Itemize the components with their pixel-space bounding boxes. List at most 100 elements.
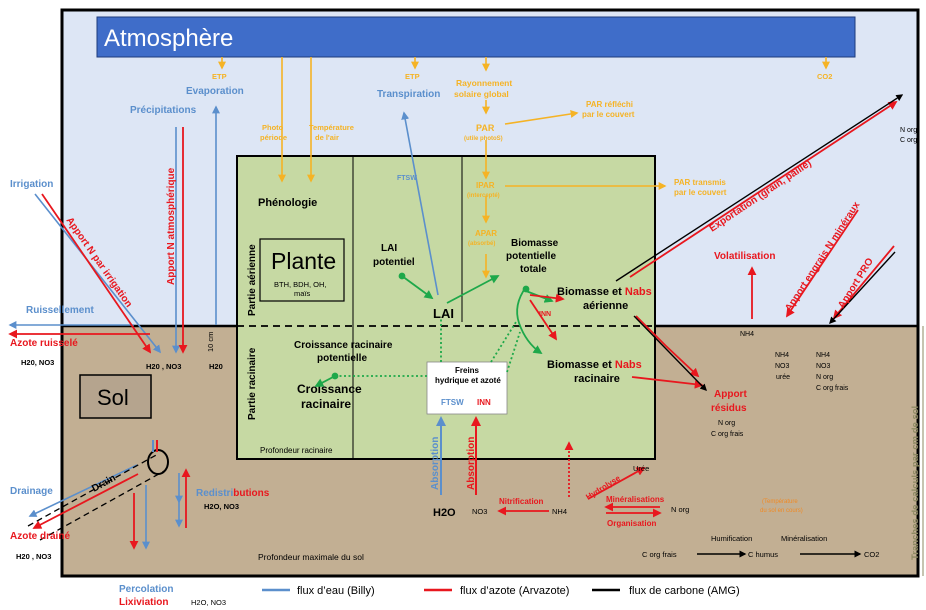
biomasse-racinaire-label-2: racinaire <box>574 373 620 385</box>
apport-residus-label-2: résidus <box>711 403 747 414</box>
azote-draine-label: Azote drainé <box>10 531 70 542</box>
co2-top-label: CO2 <box>817 72 832 81</box>
freins-subtitle: hydrique et azoté <box>435 376 501 385</box>
water-labels: Evaporation Précipitations Transpiration… <box>10 86 441 595</box>
biomasse-aerienne-label: Biomasse et Nabs <box>557 286 652 298</box>
absorption-n-label: Absorption <box>466 437 477 490</box>
croissance-potentielle-label: Croissance racinaire <box>294 340 393 351</box>
freins-ftsw: FTSW <box>441 398 464 407</box>
atmosphere-banner <box>96 16 856 58</box>
biomasse-potentielle-label: Biomasse <box>511 238 559 249</box>
ruissellement-label: Ruissellement <box>26 305 94 316</box>
tranches-side: Tranches de calculs par cm de sol <box>910 326 924 576</box>
inn-mid-label: INN <box>539 311 551 318</box>
photo-periode-label-2: période <box>260 133 287 142</box>
h2o-no3-bottom-label: H2O, NO3 <box>191 598 226 607</box>
rayonnement-label-2: solaire global <box>454 89 509 99</box>
h2o-mid-label: H20 <box>209 362 223 371</box>
lai-label: LAI <box>433 306 454 321</box>
water-flows <box>8 105 446 550</box>
profondeur-maximale-label: Profondeur maximale du sol <box>258 552 364 562</box>
engrais-no3-label: NO3 <box>775 363 790 370</box>
precipitations-label: Précipitations <box>130 105 197 116</box>
outer-frame <box>60 8 920 578</box>
nh4-vol-label: NH4 <box>740 331 754 338</box>
temperature-sol-label-2: du sol en cours) <box>760 508 803 514</box>
h2o-no3-mid-label: H20 , NO3 <box>146 362 181 371</box>
ftsw-top-label: FTSW <box>397 175 417 182</box>
no3-soil-label: NO3 <box>472 507 487 516</box>
mineralisation-label: Minéralisation <box>781 534 827 543</box>
par-label: PAR <box>476 123 495 133</box>
photo-periode-label: Photo <box>262 123 284 132</box>
organisation-label: Organisation <box>607 519 656 528</box>
ten-cm-label: 10 cm <box>206 332 215 352</box>
azote-ruissele-label: Azote ruisselé <box>10 338 78 349</box>
plante-crops-2: maïs <box>294 289 311 298</box>
drainage-label: Drainage <box>10 486 53 497</box>
drain-pipe <box>27 440 169 541</box>
nitrification-label: Nitrification <box>499 497 544 506</box>
legend: flux d’eau (Billy) flux d’azote (Arvazot… <box>262 585 740 597</box>
c-org-top-label: C org <box>900 137 917 144</box>
norg-soil-label: N org <box>671 505 689 514</box>
phenologie-label: Phénologie <box>258 197 317 209</box>
rayonnement-label: Rayonnement <box>456 78 512 88</box>
etp-left-label: ETP <box>212 72 227 81</box>
n-org-top-label: N org <box>900 127 917 134</box>
engrais-uree-label: urée <box>776 374 790 381</box>
par-reflechi-label-2: par le couvert <box>582 110 635 119</box>
h2o-no3-redis-label: H2O, NO3 <box>204 502 239 511</box>
pro-corg-label: C org frais <box>816 385 849 392</box>
biomasse-aerienne-label-2: aérienne <box>583 300 628 312</box>
croissance-potentielle-label-2: potentielle <box>317 353 367 364</box>
black-labels: H20, NO3 H20 , NO3 H20 10 cm N org C org… <box>16 127 917 607</box>
tranches-label: Tranches de calculs par cm de sol <box>910 406 921 560</box>
legend-nitrogen-label: flux d’azote (Arvazote) <box>460 585 569 597</box>
engrais-nh4-label: NH4 <box>775 352 789 359</box>
plante-crops: BTH, BDH, OH, <box>274 280 327 289</box>
irrigation-label: Irrigation <box>10 179 53 190</box>
c-org-frais-label: C org frais <box>642 550 677 559</box>
freins-box: Freins hydrique et azoté FTSW INN <box>426 361 508 415</box>
sol-box: Sol <box>79 374 152 419</box>
biomasse-potentielle-label-3: totale <box>520 264 547 275</box>
residus-corg-label: C org frais <box>711 431 744 438</box>
atmosphere-title: Atmosphère <box>104 25 233 52</box>
nitrogen-flows <box>8 101 898 550</box>
temperature-air-label: Température <box>309 123 354 132</box>
biomasse-potentielle-label-2: potentielle <box>506 251 556 262</box>
profondeur-racinaire-label: Profondeur racinaire <box>260 446 333 455</box>
apport-n-atmo-label: Apport N atmosphérique <box>166 167 177 285</box>
uree-label: Urée <box>633 464 649 473</box>
partie-aerienne-label: Partie aérienne <box>247 244 258 316</box>
pro-nh4-label: NH4 <box>816 352 830 359</box>
temperature-air-label-2: de l'air <box>315 133 339 142</box>
lai-potentiel-label-2: potentiel <box>373 257 415 268</box>
nh4-soil-label: NH4 <box>552 507 567 516</box>
evaporation-label: Evaporation <box>186 86 244 97</box>
pro-norg-label: N org <box>816 374 833 381</box>
energy-flows <box>218 57 830 279</box>
mineralisations-label: Minéralisations <box>606 495 665 504</box>
transpiration-label: Transpiration <box>377 89 440 100</box>
par-reflechi-label: PAR réfléchi <box>586 100 633 109</box>
h2o-no3-drain-label: H20 , NO3 <box>16 552 51 561</box>
apport-residus-label: Apport <box>714 389 747 400</box>
sol-title: Sol <box>97 385 129 410</box>
etp-right-label: ETP <box>405 72 420 81</box>
par-transmis-label-2: par le couvert <box>674 188 727 197</box>
biomasse-racinaire-label: Biomasse et Nabs <box>547 359 642 371</box>
lixiviation-label: Lixiviation <box>119 597 168 608</box>
redistributions-label: Redistributions <box>196 488 270 499</box>
temperature-sol-label: (Température <box>762 499 798 505</box>
freins-inn: INN <box>477 398 491 407</box>
pro-no3-label: NO3 <box>816 363 831 370</box>
carbon-flows <box>615 94 904 558</box>
plante-box: Plante BTH, BDH, OH, maïs <box>259 238 345 302</box>
legend-carbon-label: flux de carbone (AMG) <box>629 585 740 597</box>
energy-labels: ETP Photo période Température de l'air E… <box>212 72 832 247</box>
croissance-racinaire-label: Croissance <box>297 382 362 396</box>
volatilisation-label: Volatilisation <box>714 251 776 262</box>
